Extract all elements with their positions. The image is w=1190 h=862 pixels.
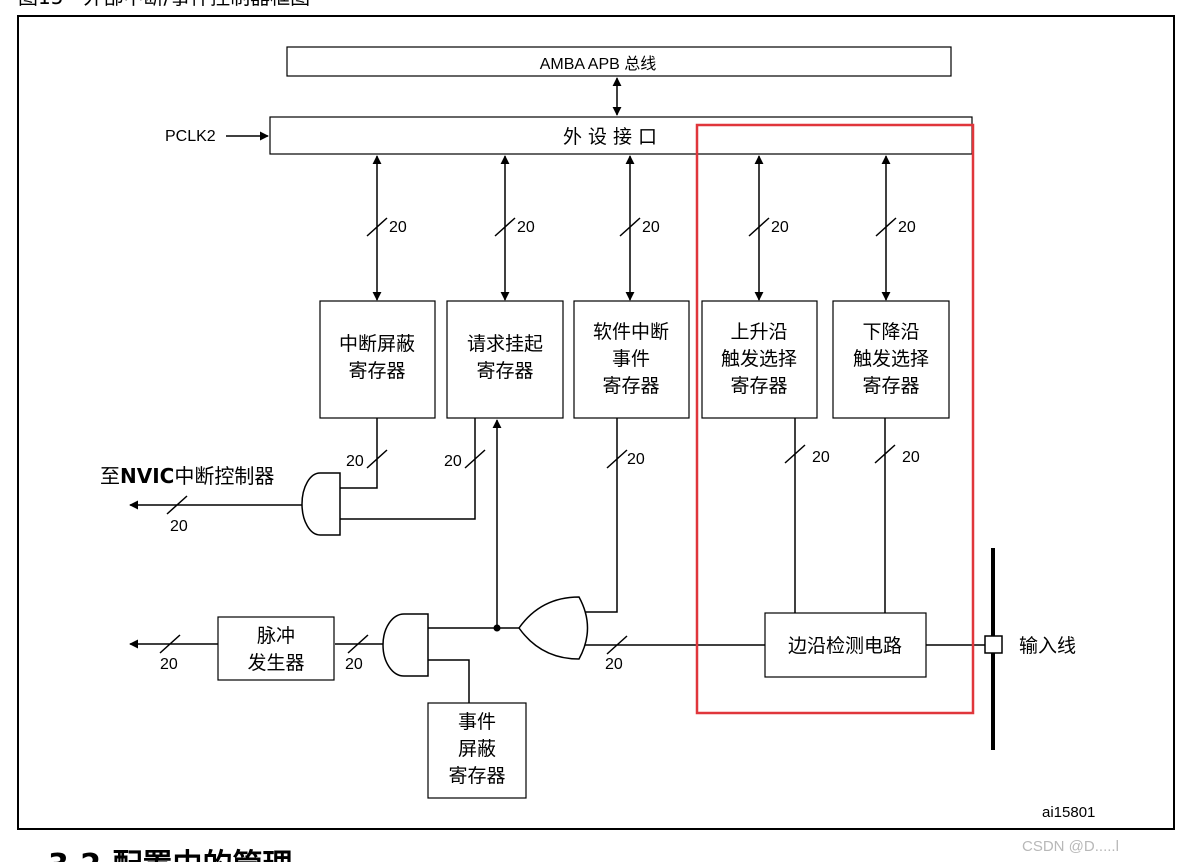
event-mask-register-line1: 事件	[458, 711, 496, 733]
peripheral-interface-label: 外 设 接 口	[563, 126, 657, 148]
input-pin	[984, 635, 1003, 654]
width-label-7: 20	[444, 453, 462, 470]
pulse-generator-line1: 脉冲	[257, 625, 295, 647]
event-mask-register-line2: 屏蔽	[458, 738, 496, 760]
amba-apb-bus-label: AMBA APB 总线	[540, 55, 657, 73]
lower-wiring	[129, 418, 985, 703]
width-label-12: 20	[605, 656, 623, 673]
width-label-2: 20	[517, 219, 535, 236]
width-label-8: 20	[627, 451, 645, 468]
pending-request-register-line2: 寄存器	[476, 360, 533, 382]
width-label-13: 20	[345, 656, 363, 673]
rising-trigger-select-register	[701, 300, 818, 419]
amba-apb-bus	[286, 46, 952, 77]
highlight-box	[695, 123, 975, 715]
edge-detect-circuit	[764, 612, 927, 678]
diagram-frame	[17, 15, 1175, 830]
nvic-and-gate	[301, 472, 341, 536]
figure-id: ai15801	[1042, 804, 1095, 821]
rising-trigger-select-register-line3: 寄存器	[730, 375, 787, 397]
nvic-label: 至NVIC中断控制器	[100, 464, 274, 488]
width-label-5: 20	[898, 219, 916, 236]
software-interrupt-event-register-line2: 事件	[612, 348, 650, 370]
width-label-3: 20	[642, 219, 660, 236]
falling-trigger-select-register-line1: 下降沿	[862, 321, 919, 343]
falling-trigger-select-register-line3: 寄存器	[862, 375, 919, 397]
width-label-9: 20	[812, 449, 830, 466]
or-gate	[518, 596, 589, 660]
event-mask-register	[427, 702, 527, 799]
register-bus-links	[366, 155, 897, 301]
width-label-11: 20	[170, 518, 188, 535]
pending-request-register	[446, 300, 564, 419]
software-interrupt-event-register	[573, 300, 690, 419]
width-label-1: 20	[389, 219, 407, 236]
falling-trigger-select-register	[832, 300, 950, 419]
width-label-10: 20	[902, 449, 920, 466]
bottom-heading: 3.2.配置中的管理	[48, 848, 293, 862]
event-and-gate	[382, 613, 429, 677]
pclk2-label: PCLK2	[165, 128, 216, 145]
width-label-14: 20	[160, 656, 178, 673]
input-line-label: 输入线	[1019, 635, 1076, 657]
figure-caption: 图15 外部中断/事件控制器框图	[18, 0, 310, 9]
falling-trigger-select-register-line2: 触发选择	[853, 348, 929, 370]
pending-request-register-line1: 请求挂起	[467, 333, 543, 355]
software-interrupt-event-register-line1: 软件中断	[593, 321, 669, 343]
watermark: CSDN @D.....l	[1022, 838, 1119, 855]
edge-detect-circuit-label: 边沿检测电路	[788, 635, 902, 657]
interrupt-mask-register-line2: 寄存器	[348, 360, 405, 382]
rising-trigger-select-register-line2: 触发选择	[721, 348, 797, 370]
pulse-generator	[217, 616, 335, 681]
pulse-generator-line2: 发生器	[247, 652, 304, 674]
junction-dot	[493, 624, 501, 632]
width-label-4: 20	[771, 219, 789, 236]
width-label-6: 20	[346, 453, 364, 470]
rising-trigger-select-register-line1: 上升沿	[730, 321, 787, 343]
software-interrupt-event-register-line3: 寄存器	[602, 375, 659, 397]
interrupt-mask-register-line1: 中断屏蔽	[339, 333, 415, 355]
event-mask-register-line3: 寄存器	[448, 765, 505, 787]
